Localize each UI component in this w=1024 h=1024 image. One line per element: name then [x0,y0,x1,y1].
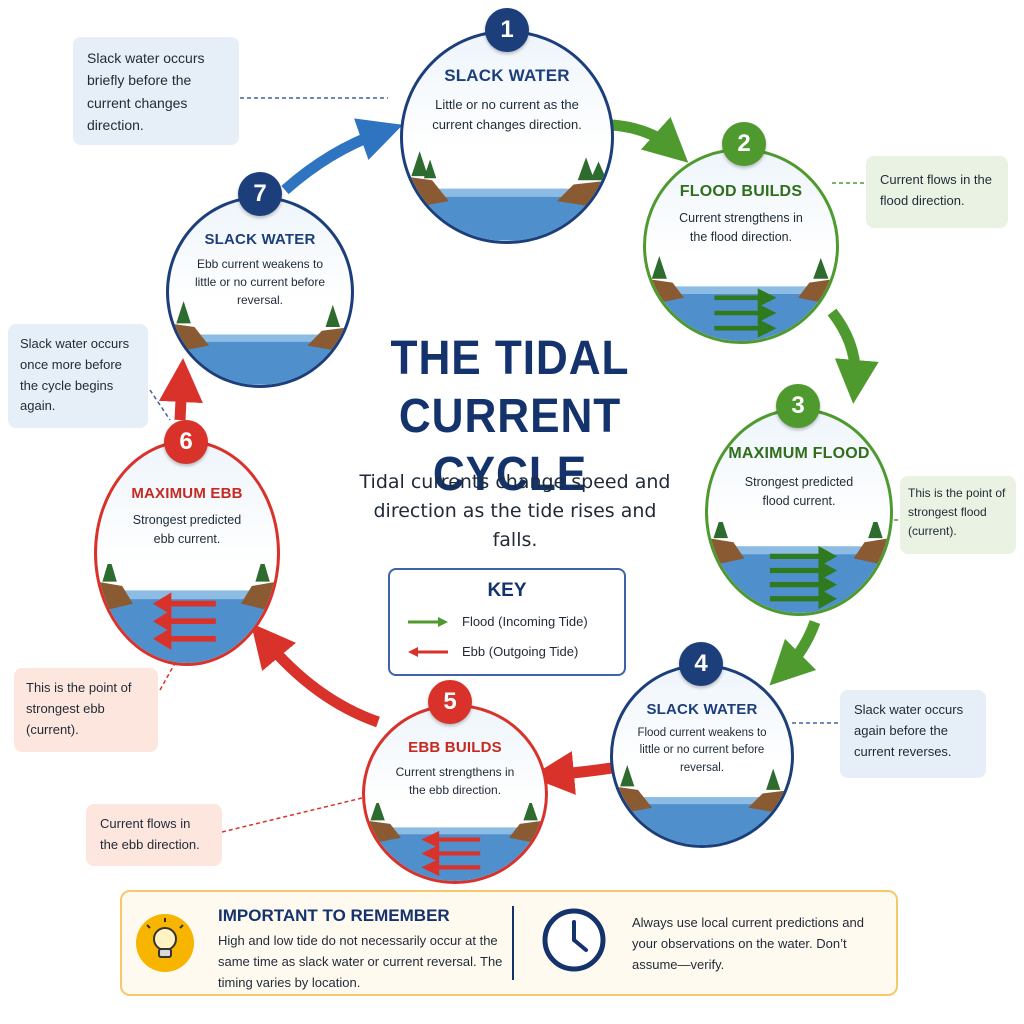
river-scene-max-ebb [97,564,277,663]
leader-5 [221,797,363,833]
stage-6-number-badge: 6 [164,420,208,464]
note-slack-4: Slack water occurs again before the curr… [840,690,986,778]
stage-2-number-badge: 2 [722,122,766,166]
arrow-1-to-2 [611,116,689,163]
stage-title: SLACK WATER [646,701,758,718]
stage-7-slack-water: SLACK WATER Ebb current weakens to littl… [166,196,354,388]
stage-5-ebb-builds: EBB BUILDS Current strengthens in the eb… [362,704,548,884]
stage-description: Current strengthens in the ebb direction… [395,765,515,797]
page-subtitle: Tidal currents change speed and directio… [359,471,671,551]
note-max-flood: This is the point of strongest flood (cu… [900,476,1016,554]
stage-description: Flood current weakens to little or no cu… [637,727,767,774]
note-max-ebb: This is the point of strongest ebb (curr… [14,668,158,752]
stage-description: Strongest predicted flood current. [744,475,854,508]
arrow-2-to-3 [827,308,879,404]
important-to-remember-panel: IMPORTANT TO REMEMBER High and low tide … [120,890,898,996]
arrow-4-to-5 [530,751,613,795]
stage-4-number-badge: 4 [679,642,723,686]
legend-ebb-row: Ebb (Outgoing Tide) [406,642,616,662]
stage-title: SLACK WATER [444,66,570,85]
river-scene-flood [646,255,836,341]
river-scene-ebb [365,802,545,881]
stage-title: SLACK WATER [204,231,316,248]
stage-1-slack-water: SLACK WATER Little or no current as the … [400,30,614,244]
river-scene [403,151,611,241]
note-slack-7: Slack water occurs once more before the … [8,324,148,428]
panel-divider [512,906,514,980]
river-scene [613,764,791,845]
stage-description: Current strengthens in the flood directi… [679,211,803,244]
page-title: THE TIDAL CURRENT CYCLE [390,332,630,501]
legend-key: KEY Flood (Incoming Tide) Ebb (Outgoing … [388,568,626,676]
river-scene-max-flood [708,522,890,613]
legend-flood-row: Flood (Incoming Tide) [406,612,616,632]
arrow-5-to-6 [250,623,380,728]
stage-title: FLOOD BUILDS [679,183,803,200]
stage-6-maximum-ebb: MAXIMUM EBB Strongest predicted ebb curr… [94,440,280,666]
stage-title: MAXIMUM EBB [131,485,243,502]
remember-text: High and low tide do not necessarily occ… [218,933,503,990]
ebb-arrow-icon [408,647,448,657]
lightbulb-icon [136,914,194,972]
legend-flood-label: Flood (Incoming Tide) [462,614,588,629]
stage-3-number-badge: 3 [776,384,820,428]
stage-1-number-badge: 1 [485,8,529,52]
stage-4-slack-water: SLACK WATER Flood current weakens to lit… [610,664,794,848]
stage-3-maximum-flood: MAXIMUM FLOOD Strongest predicted flood … [705,408,893,616]
stage-7-number-badge: 7 [238,172,282,216]
stage-title: MAXIMUM FLOOD [728,445,870,462]
arrow-7-to-1 [281,118,403,195]
legend-title: KEY [487,580,527,601]
note-slack-1: Slack water occurs briefly before the cu… [73,37,239,145]
stage-title: EBB BUILDS [408,739,502,756]
remember-advice: Always use local current predictions and… [632,915,864,972]
leader-7 [149,389,171,421]
note-ebb-builds: Current flows in the ebb direction. [86,804,222,866]
stage-description: Ebb current weakens to little or no curr… [194,257,326,307]
clock-icon [542,908,606,972]
arrow-6-to-7 [158,358,203,421]
arrow-3-to-4 [769,620,821,686]
remember-title: IMPORTANT TO REMEMBER [218,906,450,925]
flood-arrow-icon [408,617,448,627]
river-scene [169,301,351,385]
stage-description: Strongest predicted ebb current. [132,513,242,546]
stage-2-flood-builds: FLOOD BUILDS Current strengthens in the … [643,148,839,344]
stage-description: Little or no current as the current chan… [432,97,582,132]
note-flood-builds: Current flows in the flood direction. [866,156,1008,228]
stage-5-number-badge: 5 [428,680,472,724]
legend-ebb-label: Ebb (Outgoing Tide) [462,644,579,659]
